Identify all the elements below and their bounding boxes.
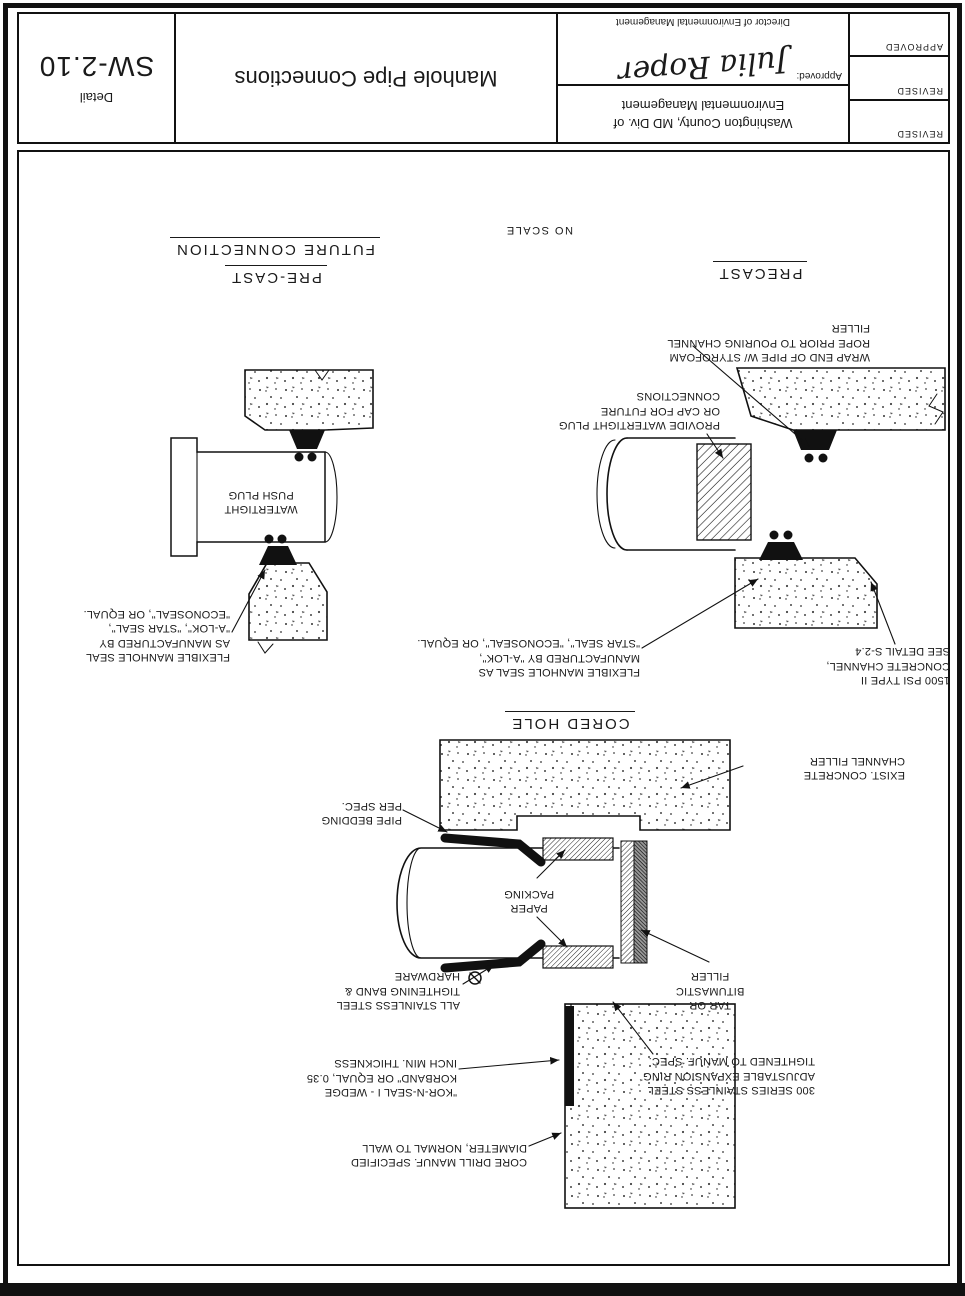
precast-future-drawing — [170, 369, 374, 654]
sheet-number: SW-2.10 — [38, 51, 155, 83]
callout-kor-n-seal: "KOR-N-SEAL I - WEDGE KORBAND" OR EQUAL,… — [306, 1057, 457, 1098]
callout-paper-packing: PAPER PACKING — [503, 887, 555, 914]
approval-cell: Approved: Julia Roper Director of Enviro… — [558, 14, 848, 90]
scale-note: NO SCALE — [505, 224, 573, 236]
title-block: REVISED REVISED APPROVED Washington Coun… — [17, 12, 950, 144]
agency-line1: Washington County, MD Div. of — [613, 115, 793, 131]
heading-cored-hole: CORED HOLE — [475, 711, 665, 732]
callout-tightening-band: ALL STAINLESS STEEL TIGHTENING BAND & HA… — [336, 970, 460, 1011]
revision-row: REVISED — [850, 55, 948, 99]
callout-provide-watertight-plug: PROVIDE WATERTIGHT PLUG OR CAP FOR FUTUR… — [558, 390, 720, 431]
callout-core-drill: CORE DRILL MANUF. SPECIFIED DIAMETER, NO… — [350, 1141, 527, 1168]
callout-concrete-channel: 1500 PSI TYPE II CONCRETE CHANNEL, SEE D… — [826, 645, 950, 686]
revision-row: APPROVED — [884, 42, 943, 53]
callout-tar-bitumastic-filler: TAR OR BITUMASTIC FILLER — [675, 970, 745, 1011]
callout-future-flexible-seal: FLEXIBLE MANHOLE SEAL AS MANUFACTURED BY… — [83, 608, 230, 663]
agency-approval-box: Washington County, MD Div. of Environmen… — [556, 14, 848, 142]
approver-title: Director of Environmental Management — [616, 16, 790, 27]
heading-precast: PRECAST — [695, 261, 825, 282]
agency-name: Washington County, MD Div. of Environmen… — [558, 84, 848, 142]
label-watertight-push-plug: WATERTIGHT PUSH PLUG — [224, 488, 298, 515]
cored-hole-drawing — [396, 739, 744, 1209]
callout-pipe-bedding: PIPE BEDDING PER SPEC. — [321, 799, 402, 826]
sheet-number-box: Detail SW-2.10 — [19, 14, 174, 142]
revision-column: REVISED REVISED APPROVED — [848, 14, 948, 142]
callout-expansion-ring: 300 SERIES STAINLESS STEEL ADJUSTABLE EX… — [642, 1055, 815, 1096]
callout-styrofoam-wrap: WRAP END OF PIPE W/ STYROFOAM ROPE PRIOR… — [667, 322, 870, 363]
sheet-type-label: Detail — [79, 90, 114, 106]
callout-precast-flexible-seal: FLEXIBLE MANHOLE SEAL AS MANUFACTURED BY… — [417, 637, 640, 678]
heading-precast-future-line1: PRE-CAST — [171, 265, 381, 286]
heading-precast-future-line2: FUTURE CONNECTION — [155, 237, 395, 258]
agency-line2: Environmental Management — [621, 98, 785, 113]
callout-exist-concrete-channel-filler: EXIST. CONCRETE CHANNEL FILLER — [803, 754, 905, 781]
revision-row: REVISED — [850, 98, 948, 142]
precast-drawing — [596, 345, 946, 649]
sheet-title: Manhole Pipe Connections — [174, 14, 556, 142]
